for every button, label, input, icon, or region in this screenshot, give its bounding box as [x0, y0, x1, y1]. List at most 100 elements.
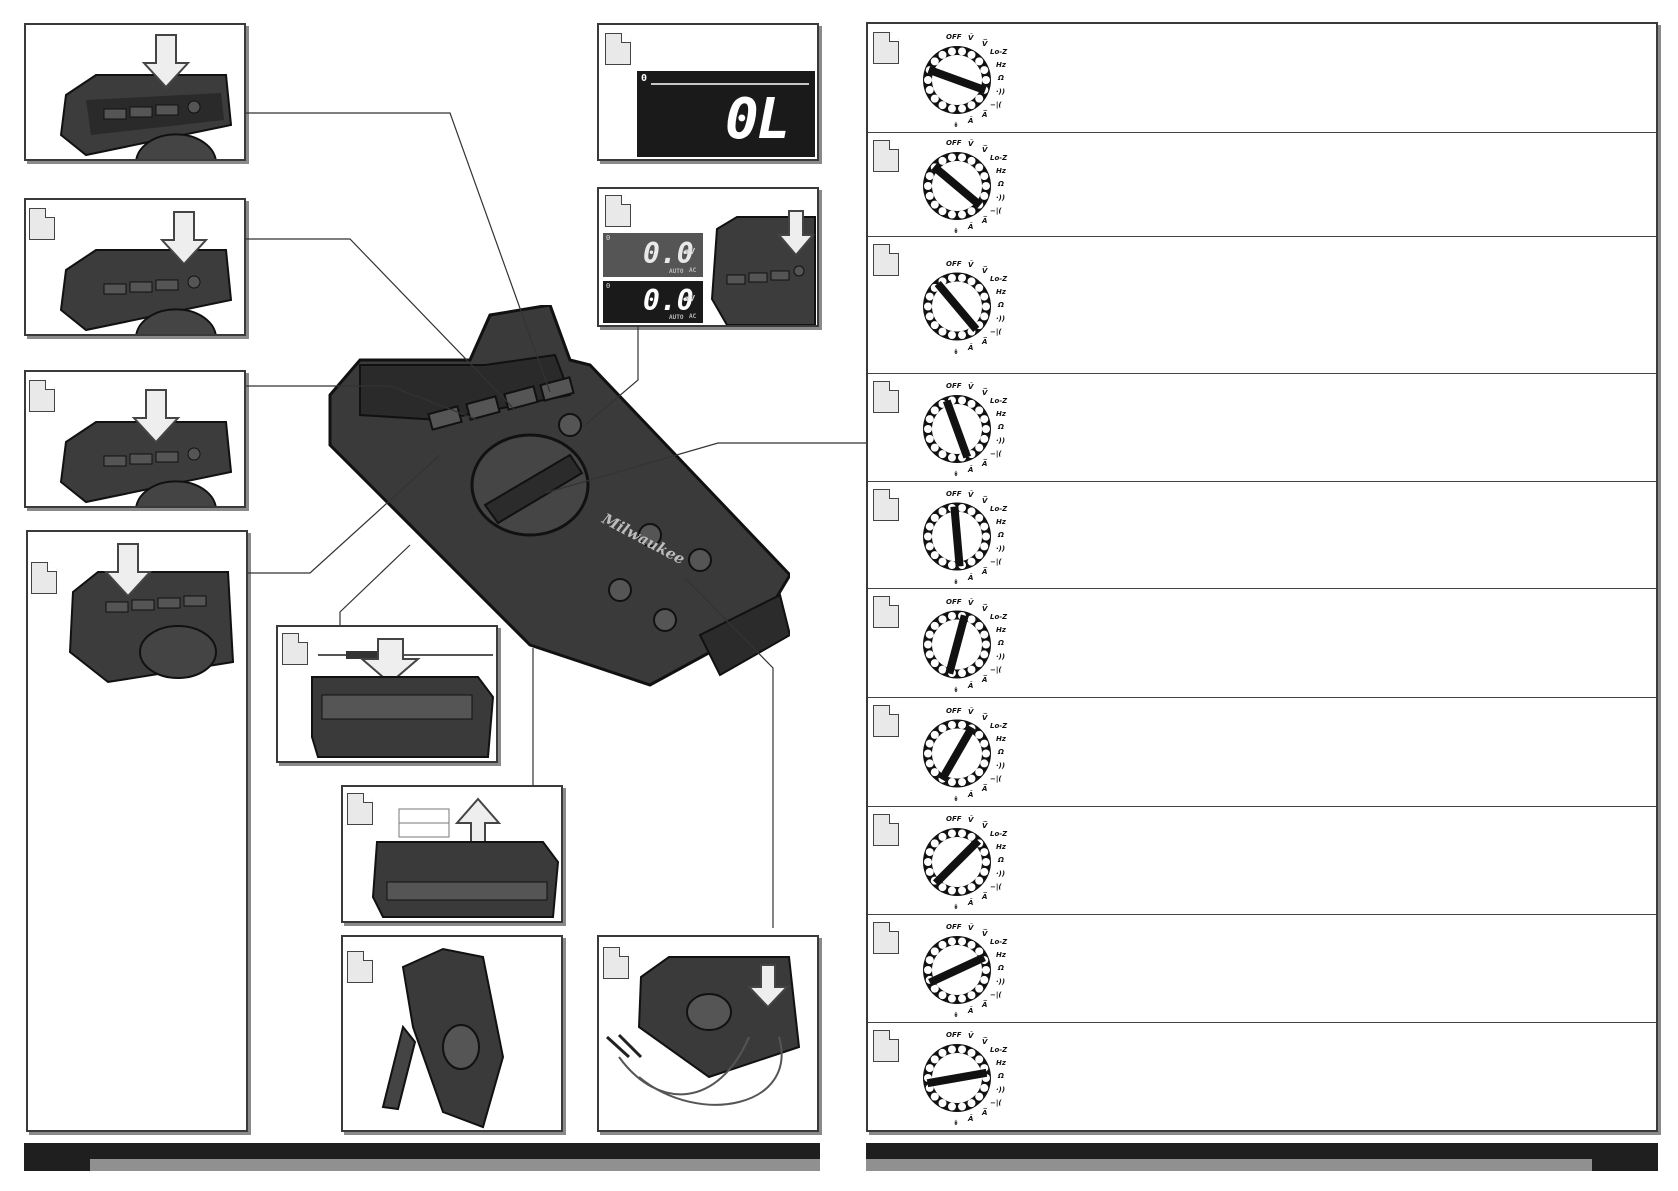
- dial-label-v-dc: V̅: [982, 930, 988, 938]
- lcd-top-auto: AUTO: [669, 268, 684, 275]
- dial-label-off: OFF: [946, 1031, 962, 1039]
- scale-start-label: 0: [641, 73, 648, 84]
- dial-label-temperature: ↡: [953, 577, 959, 586]
- lcd-top-value: 0.0: [643, 237, 694, 270]
- dial-label-v-ac: Ṽ: [968, 924, 974, 932]
- dial-label-v-dc: V̅: [982, 146, 988, 154]
- dial-label-v-dc: V̅: [982, 389, 988, 397]
- dial-label-a-dc: A̅: [982, 1109, 988, 1117]
- dial-label-a-dc: A̅: [982, 893, 988, 901]
- page-icon: [873, 814, 899, 846]
- dial-label-temperature: ↡: [953, 903, 959, 911]
- lead-holder-illustration: [311, 638, 495, 758]
- dial-label-a-ac: Ã: [968, 1007, 974, 1015]
- lcd-top-unit: mV: [685, 247, 695, 256]
- dial-label-temperature: ↡: [953, 227, 959, 235]
- dial-label-v-ac: Ṽ: [968, 598, 974, 607]
- dial-label-temperature: ↡: [953, 121, 959, 129]
- dial-label-temperature: ↡: [953, 1119, 959, 1127]
- lcd-reading: 0L: [725, 87, 790, 152]
- meter-button-illustration: [59, 389, 233, 506]
- rotary-dial-icon: [923, 152, 991, 220]
- dial-label-hz: Hz: [996, 734, 1006, 743]
- dial-label-continuity: ·)): [996, 652, 1006, 661]
- dial-label-hz: Hz: [996, 843, 1006, 851]
- dial-label-v-dc: V̅: [982, 1038, 988, 1046]
- dial-label-temperature: ↡: [953, 347, 959, 356]
- dial-pointer: [945, 614, 969, 675]
- dial-label-v-dc: V̅: [982, 604, 988, 613]
- rotary-dial-icon: [923, 719, 991, 788]
- lcd-bottom: 0 0.0 mV AUTO AC: [603, 281, 703, 323]
- dial-label-a-ac: Ã: [968, 681, 974, 690]
- dial-label-off: OFF: [946, 139, 962, 147]
- dial-label-off: OFF: [946, 597, 962, 606]
- page-icon: [29, 208, 55, 240]
- dial-label-a-ac: Ã: [968, 343, 974, 352]
- rotary-dial-icon: [923, 828, 991, 896]
- rotary-dial-icon: [923, 46, 991, 114]
- dial-label-lo-z: Lo-Z: [990, 274, 1008, 283]
- dial-label-ohm: Ω: [998, 856, 1004, 864]
- page-icon: [605, 33, 631, 65]
- footer-inner-left: [90, 1159, 820, 1171]
- page-icon: [347, 951, 373, 983]
- figure-test-leads: [597, 935, 819, 1132]
- page-icon: [603, 947, 629, 979]
- dial-label-continuity: ·)): [996, 1086, 1006, 1094]
- page-icon: [873, 32, 899, 64]
- dial-label-ohm: Ω: [998, 423, 1004, 431]
- dial-label-ohm: Ω: [998, 530, 1004, 539]
- dial-label-a-ac: Ã: [968, 790, 974, 799]
- dial-label-a-dc: A̅: [982, 337, 988, 346]
- kickstand-illustration: [381, 947, 505, 1129]
- dial-label-hz: Hz: [996, 1059, 1006, 1067]
- dial-label-continuity: ·)): [996, 314, 1006, 323]
- dial-label-off: OFF: [946, 815, 962, 823]
- dial-label-continuity: ·)): [996, 437, 1006, 445]
- dial-label-a-ac: Ã: [968, 223, 974, 231]
- dial-label-ohm: Ω: [998, 300, 1004, 309]
- page-icon: [873, 596, 899, 628]
- lcd-bottom-auto: AUTO: [669, 314, 684, 321]
- dial-label-ohm: Ω: [998, 638, 1004, 647]
- dial-label-v-dc: V̅: [982, 40, 988, 48]
- dial-pointer: [932, 837, 982, 887]
- meter-button-illustration: [68, 543, 235, 684]
- dial-label-lo-z: Lo-Z: [990, 612, 1008, 621]
- dial-label-a-ac: Ã: [968, 1115, 974, 1123]
- dial-label-a-ac: Ã: [968, 573, 974, 582]
- figure-button-3: [24, 370, 246, 508]
- dial-label-capacitance: −|(: [990, 774, 1002, 783]
- dial-label-lo-z: Lo-Z: [990, 721, 1008, 730]
- lcd-top: 0 0.0 mV AUTO AC: [603, 233, 703, 277]
- dial-label-ohm: Ω: [998, 180, 1004, 188]
- dial-label-lo-z: Lo-Z: [990, 154, 1008, 162]
- dial-pointer: [938, 725, 976, 782]
- lcd-bottom-marker: 0: [606, 282, 611, 290]
- dial-label-capacitance: −|(: [990, 883, 1002, 891]
- dial-label-capacitance: −|(: [990, 557, 1002, 566]
- dial-label-off: OFF: [946, 382, 962, 390]
- dial-label-continuity: ·)): [996, 544, 1006, 553]
- dial-label-temperature: ↡: [953, 685, 959, 694]
- meter-button-illustration: [59, 211, 233, 334]
- page-icon: [282, 633, 308, 665]
- dial-label-lo-z: Lo-Z: [990, 397, 1008, 405]
- dial-label-a-dc: A̅: [982, 111, 988, 119]
- dial-pointer: [931, 163, 983, 209]
- page-icon: [873, 1030, 899, 1062]
- dial-label-capacitance: −|(: [990, 327, 1002, 336]
- rotary-dial-icon: [923, 936, 991, 1004]
- battery-illustration: [371, 797, 560, 918]
- meter-button-illustration: [710, 210, 816, 325]
- dial-label-v-dc: V̅: [982, 266, 988, 275]
- rotary-dial-icon: [923, 610, 991, 679]
- dial-label-off: OFF: [946, 259, 962, 268]
